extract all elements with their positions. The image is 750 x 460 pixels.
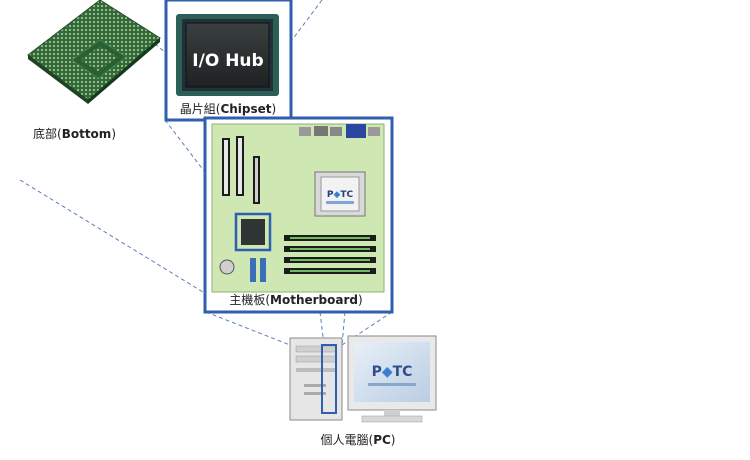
motherboard-caption: 主機板(Motherboard) [229,292,362,307]
motherboard-box: P◆TC 主機板(Motherboard) [203,116,394,314]
bottom-caption: 底部(Bottom) [33,126,116,141]
io-hub-label: I/O Hub [192,51,263,71]
chipset-zoom-box: I/O Hub 晶片組(Chipset) [164,0,293,122]
expansion-slots [222,136,260,204]
bga-package-bottom-view [27,0,161,104]
pc-monitor: P◆TC [347,335,437,423]
chipset-on-board [234,212,272,252]
cpu-socket: P◆TC [314,171,366,217]
ide-connector [250,258,256,282]
personal-computer: P◆TC 個人電腦(PC) [289,335,437,447]
memory-slots [284,235,376,274]
cmos-battery [219,259,235,275]
pc-caption: 個人電腦(PC) [321,432,396,447]
chipset-caption: 晶片組(Chipset) [180,102,276,116]
rear-io-connectors [299,124,380,138]
pc-tower [289,337,343,421]
monitor-logo-text: P◆TC [372,364,413,380]
cpu-logo-text: P◆TC [327,190,354,200]
ide-connector [260,258,266,282]
